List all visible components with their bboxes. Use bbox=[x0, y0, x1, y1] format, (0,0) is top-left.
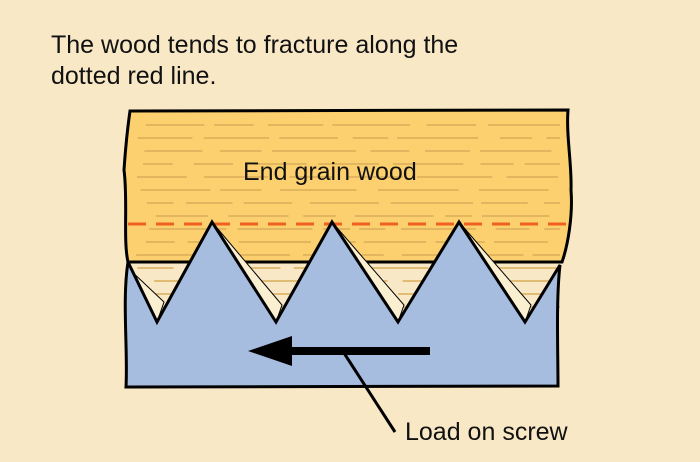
caption: The wood tends to fracture along the dot… bbox=[51, 30, 611, 92]
load-arrow-head bbox=[248, 336, 292, 366]
wood-label: End grain wood bbox=[243, 158, 417, 186]
leader-line bbox=[342, 352, 397, 433]
caption-line-1: The wood tends to fracture along the bbox=[51, 31, 459, 59]
caption-line-2: dotted red line. bbox=[51, 62, 217, 90]
load-label: Load on screw bbox=[405, 418, 568, 446]
screw-thread bbox=[123, 219, 562, 389]
